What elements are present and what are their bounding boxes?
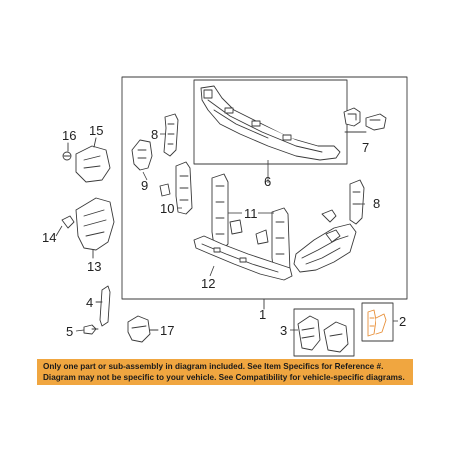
disclaimer-line-1: Only one part or sub-assembly in diagram…	[43, 362, 384, 371]
assembly-frame-3	[293, 308, 355, 357]
callout-5: 5	[66, 324, 74, 339]
leader-9	[142, 171, 148, 181]
bracket-15-part	[75, 145, 111, 183]
callout-2: 2	[399, 314, 407, 329]
callout-10: 10	[160, 201, 175, 216]
callout-7: 7	[362, 140, 370, 155]
leader-14	[55, 225, 63, 237]
bolt-5-part	[83, 324, 99, 335]
assembly-frame-main	[121, 76, 408, 300]
bracket-3-part	[297, 315, 349, 353]
callout-4: 4	[86, 295, 94, 310]
callout-11: 11	[244, 206, 258, 221]
callout-3: 3	[280, 323, 288, 338]
seal-4-part	[99, 285, 111, 327]
clip-14-part	[61, 215, 75, 229]
clip-16-part	[62, 151, 72, 161]
callout-14: 14	[42, 230, 57, 245]
callout-16: 16	[62, 128, 77, 143]
vertical-support-11	[211, 173, 291, 279]
bracket-10-part	[159, 161, 193, 215]
side-bracket-8-left	[163, 113, 179, 157]
bracket-2-part	[367, 309, 387, 337]
upper-tie-bar-part	[200, 85, 341, 161]
callout-13: 13	[87, 259, 102, 274]
callout-1: 1	[259, 307, 267, 322]
callout-12: 12	[201, 276, 216, 291]
disclaimer-banner: Only one part or sub-assembly in diagram…	[37, 359, 413, 385]
callout-17: 17	[160, 323, 175, 338]
callout-8-left: 8	[151, 127, 159, 142]
leader-15	[93, 137, 97, 148]
callout-9: 9	[141, 178, 149, 193]
callout-8-right: 8	[373, 196, 381, 211]
lower-tie-bar-part	[193, 235, 293, 281]
leader-5	[75, 329, 85, 332]
leader-12	[209, 265, 215, 277]
bracket-9-part	[131, 139, 153, 171]
right-lower-bracket-part	[293, 209, 357, 273]
bracket-17-part	[127, 315, 151, 343]
assembly-frame-2	[361, 302, 394, 342]
side-bracket-8-right	[349, 179, 365, 225]
bracket-13-part	[75, 197, 115, 251]
callout-15: 15	[89, 123, 104, 138]
disclaimer-line-2: Diagram may not be specific to your vehi…	[43, 373, 405, 382]
bracket-7-parts	[343, 107, 387, 131]
